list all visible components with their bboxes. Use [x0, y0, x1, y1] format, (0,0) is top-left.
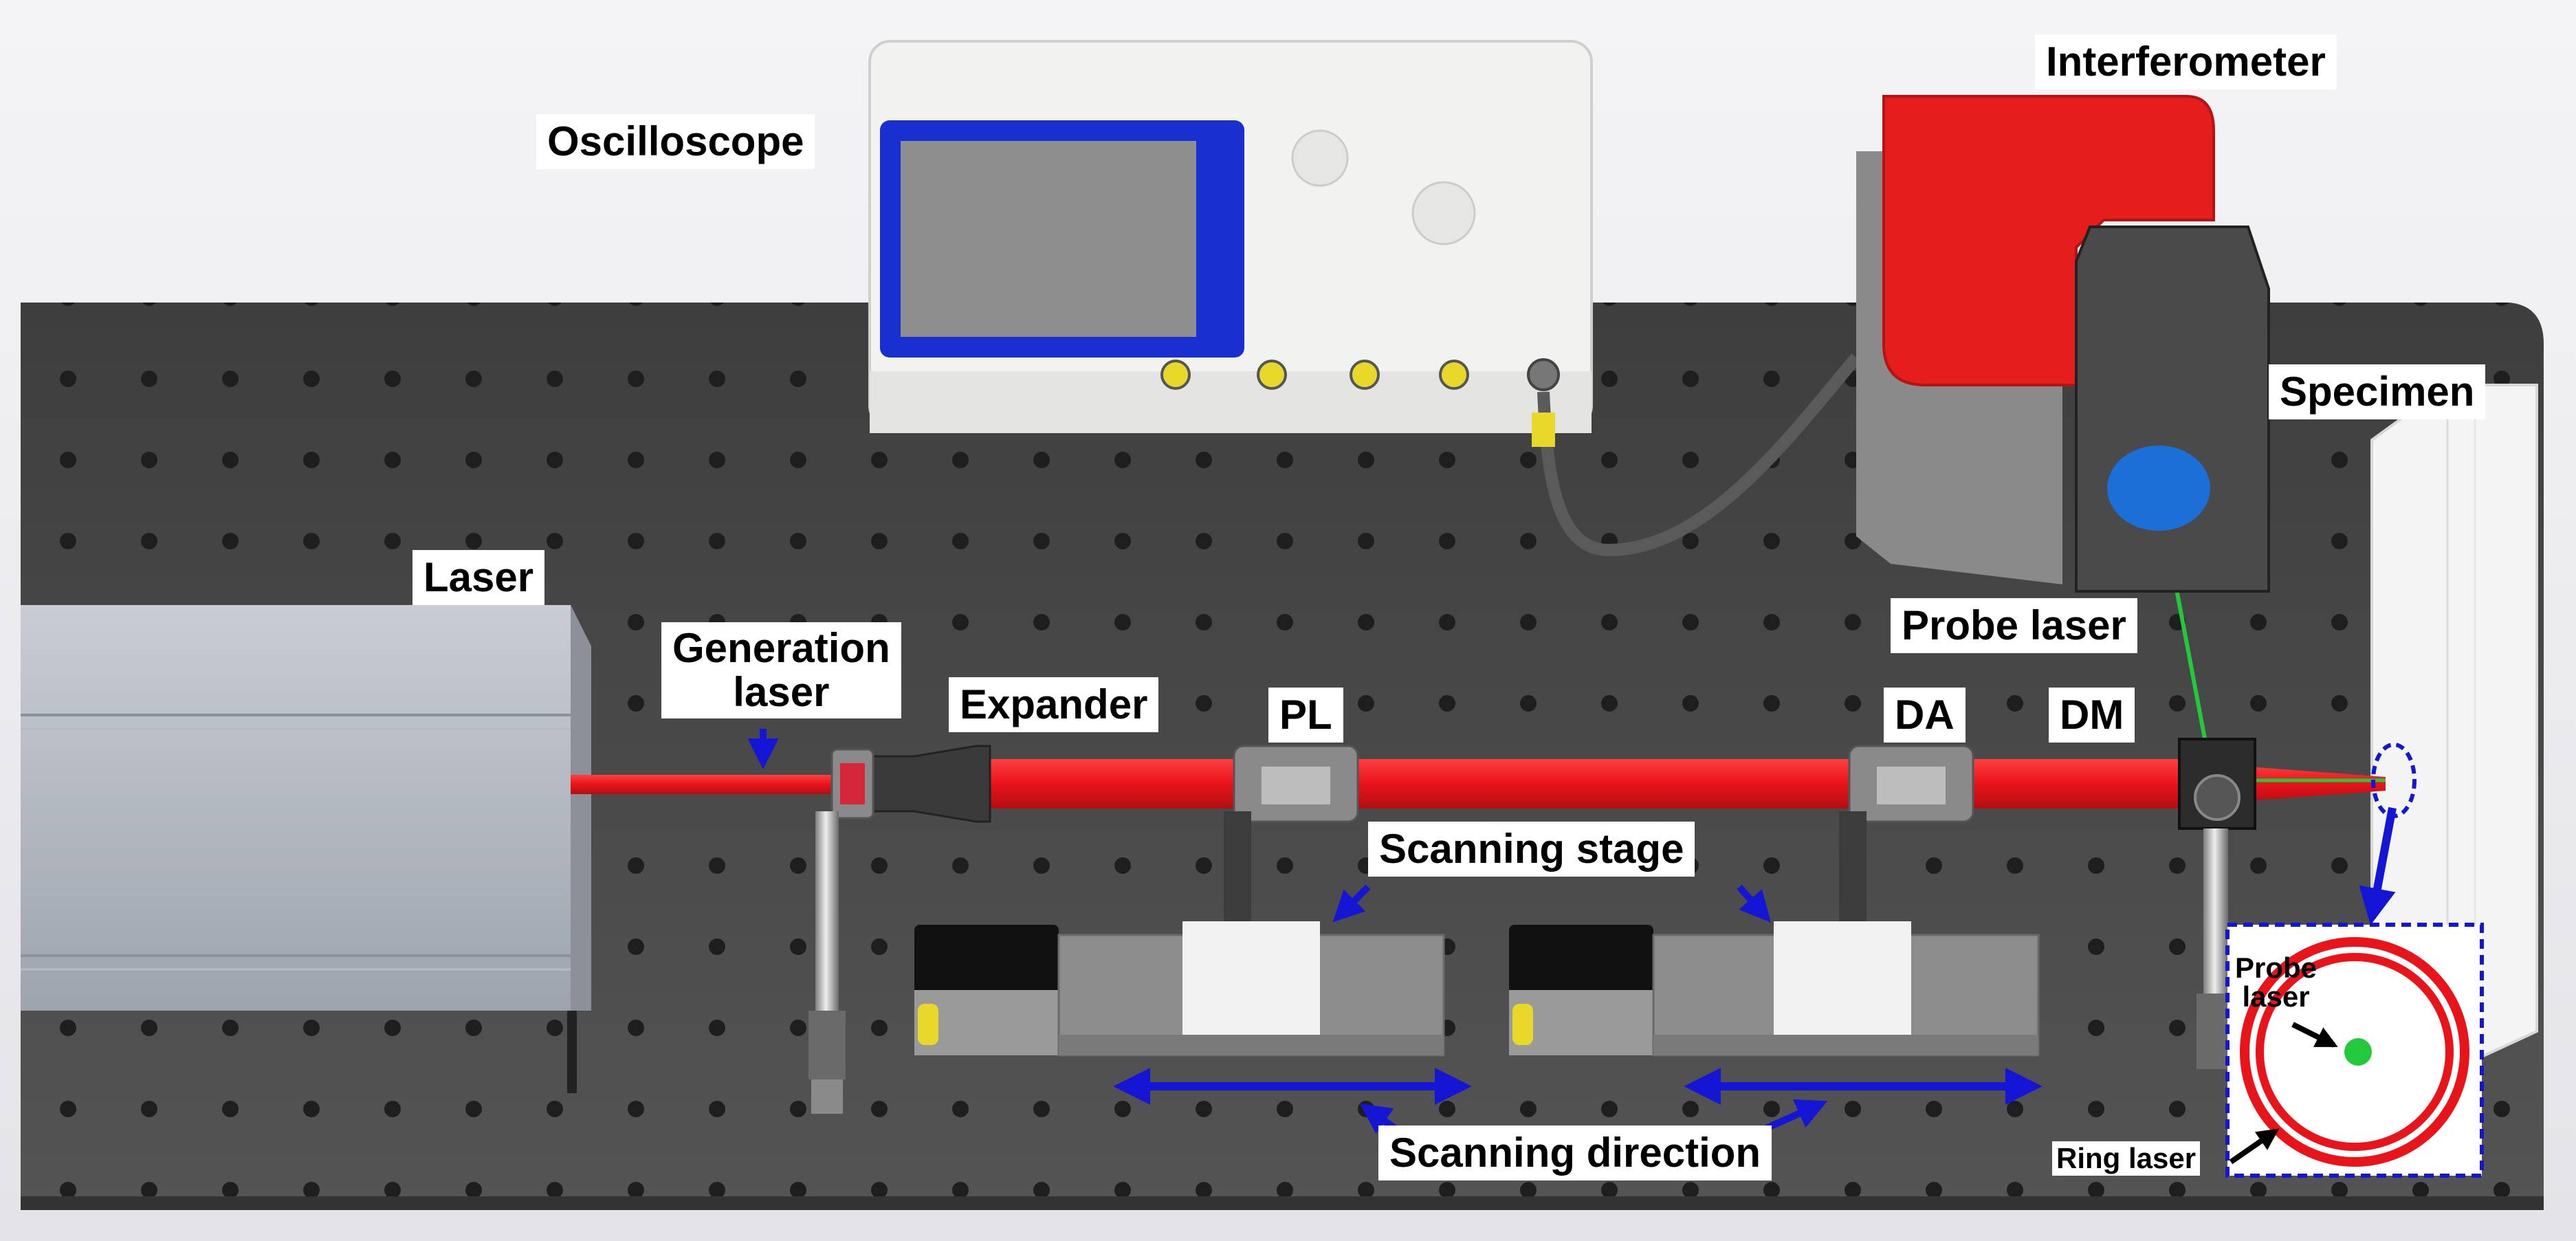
specimen-label: Specimen — [2269, 364, 2486, 419]
inset-ring-laser-label: Ring laser — [2052, 1141, 2201, 1176]
probe-laser-label: Probe laser — [1891, 598, 2137, 653]
cable — [1537, 353, 1861, 557]
da-label: DA — [1884, 688, 1966, 743]
dm-label: DM — [2049, 688, 2135, 743]
inset-probe-laser-label-line2: laser — [2242, 980, 2310, 1013]
generation-laser-label-line1: Generation — [672, 625, 890, 671]
scanning-stage-left — [914, 921, 1445, 1057]
generation-laser-label-line2: laser — [733, 669, 830, 715]
oscilloscope-device — [868, 40, 1593, 433]
inset-probe-laser-label-line1: Probe — [2235, 952, 2318, 984]
beam-expander — [830, 745, 991, 823]
laser-label: Laser — [412, 550, 545, 605]
inset-probe-laser-label: Probe laser — [2231, 952, 2321, 1013]
interferometer-device — [1856, 95, 2270, 593]
scanning-direction-label: Scanning direction — [1378, 1125, 1772, 1180]
scanning-stage-right — [1509, 921, 2040, 1057]
probe-laser-spot — [2344, 1038, 2372, 1066]
pointer-arrows — [747, 729, 2397, 925]
beam-spot-highlight — [2371, 743, 2417, 818]
scanning-direction-arrows — [1113, 1068, 2043, 1134]
pl-label: PL — [1268, 688, 1343, 743]
oscilloscope-label: Oscilloscope — [536, 114, 815, 169]
generation-laser-label: Generation laser — [661, 622, 901, 718]
interferometer-label: Interferometer — [2035, 34, 2337, 89]
laser-source — [21, 605, 591, 1093]
cable-connector — [1532, 413, 1555, 447]
ring-laser-inset — [2225, 923, 2484, 1178]
scanning-stage-label: Scanning stage — [1368, 822, 1695, 877]
expander-label: Expander — [949, 677, 1159, 732]
